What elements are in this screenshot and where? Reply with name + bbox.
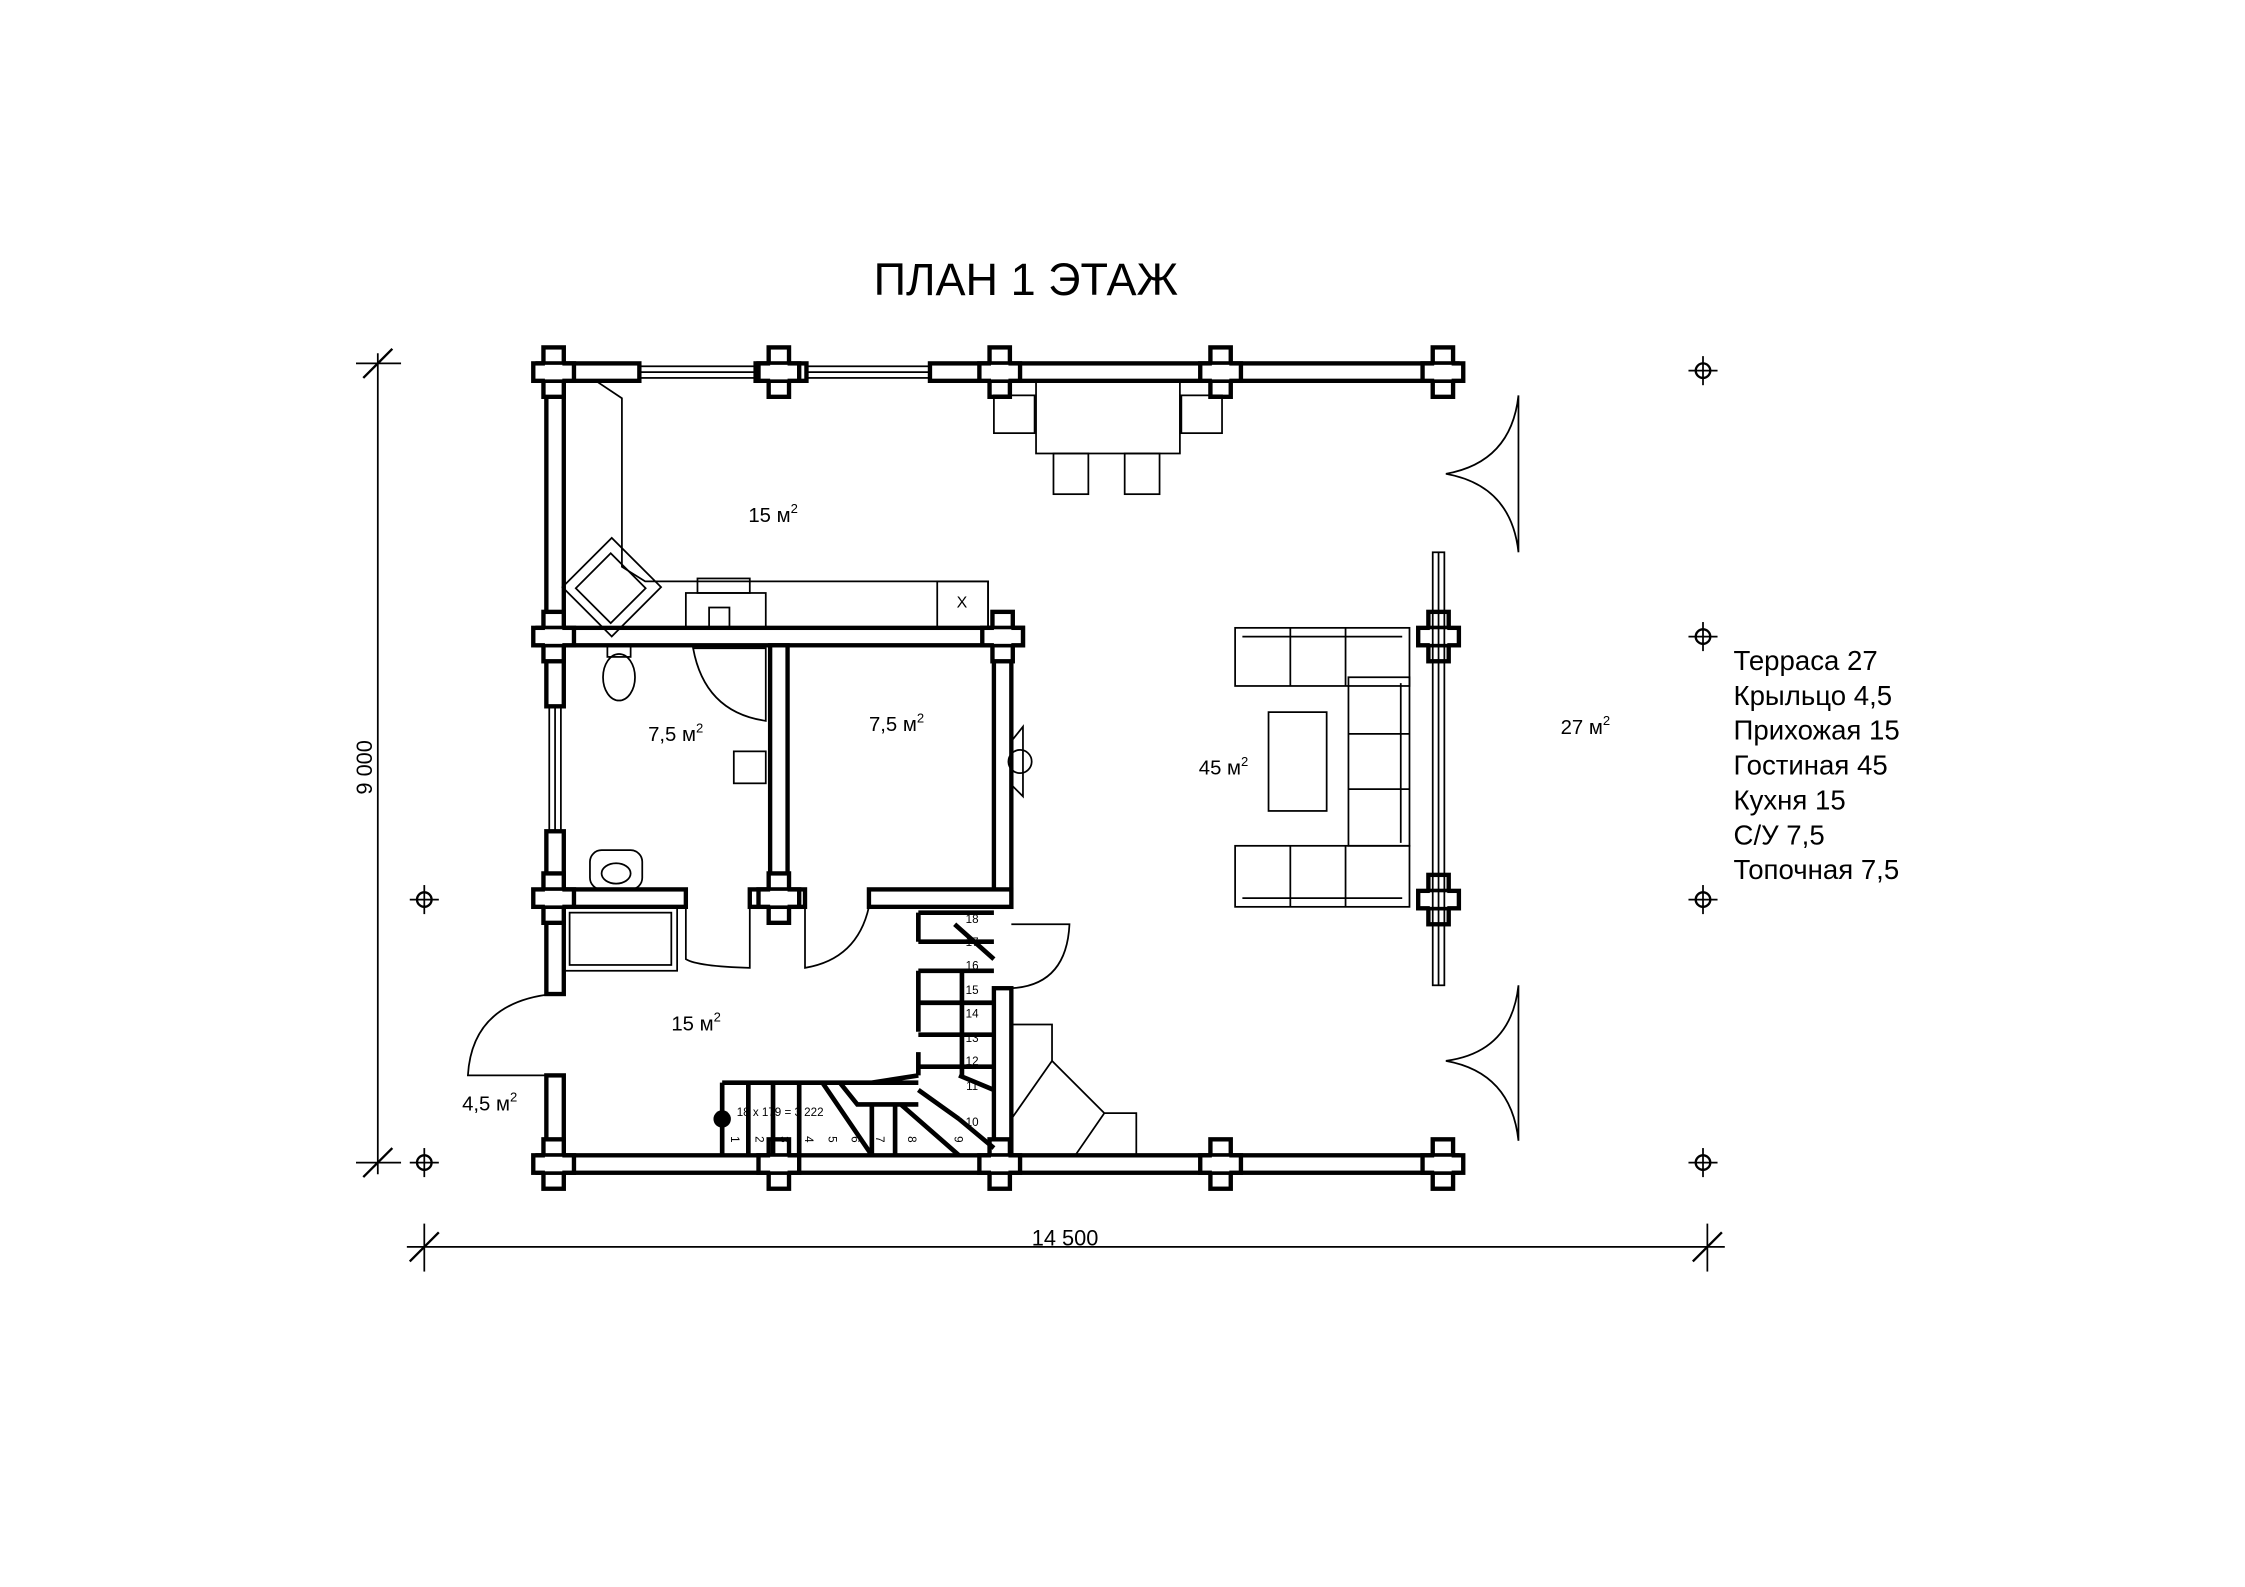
stair-step-number: 10 [966,1116,979,1129]
doors [466,395,1520,1141]
axis-marker-icon [409,885,439,915]
stair-step-number: 14 [966,1007,979,1020]
stair-step-number: 16 [966,959,979,972]
sofa [1234,626,1411,908]
stair-step-number: 3 [777,1136,790,1142]
stair-step-number: 7 [873,1136,886,1142]
legend-item: С/У 7,5 [1734,819,1825,850]
dimension-height: 9 000 [352,348,402,1178]
room-label-boiler: 7,5 м2 [869,710,924,736]
axis-marker-icon [1688,622,1718,652]
appliance-mark: X [957,595,968,612]
legend-item: Терраса 27 [1734,645,1878,676]
walls [535,361,1460,1177]
stair-formula: 18 x 179 = 3 222 [737,1106,824,1119]
stair-step-number: 4 [802,1136,815,1143]
legend-item: Прихожая 15 [1734,715,1900,746]
stair-step-number: 18 [966,913,979,926]
room-labels: 15 м2 7,5 м2 7,5 м2 45 м2 27 м2 15 м2 4,5 м2 [462,501,1610,1115]
axis-marker-icon [1688,885,1718,915]
legend-item: Кухня 15 [1734,784,1846,815]
stair-step-number: 6 [849,1136,862,1142]
log-corners [531,345,1466,1191]
windows [548,365,1446,987]
stair-step-number: 11 [966,1080,978,1093]
room-label-hall: 15 м2 [671,1010,721,1036]
stair-step-number: 1 [728,1136,741,1142]
kitchen-furniture: X [561,379,1223,638]
stair-step-number: 15 [966,984,979,997]
legend-item: Крыльцо 4,5 [1734,680,1893,711]
axis-markers [409,356,1718,1178]
room-label-porch: 4,5 м2 [462,1090,517,1116]
axis-marker-icon [409,1148,439,1178]
stair-step-number: 17 [966,936,979,949]
stair-step-number: 9 [952,1136,965,1142]
stair-step-number: 13 [966,1032,979,1045]
axis-marker-icon [1688,1148,1718,1178]
stair-step-number: 2 [753,1136,766,1142]
stair-step-number: 12 [966,1055,979,1068]
room-label-terrace: 27 м2 [1561,713,1611,739]
axis-marker-icon [1688,356,1718,386]
room-label-bathroom: 7,5 м2 [648,720,703,746]
stair-step-number: 5 [825,1136,838,1142]
room-label-kitchen: 15 м2 [748,501,798,527]
room-label-living: 45 м2 [1199,754,1249,780]
plan-title: ПЛАН 1 ЭТАЖ [874,254,1179,305]
bathroom-fixtures [562,644,1033,972]
stair-start-icon [713,1110,731,1128]
stair-step-number: 8 [905,1136,918,1142]
dimension-width: 14 500 [406,1223,1725,1272]
dimension-height-label: 9 000 [352,740,377,795]
legend-item: Гостиная 45 [1734,750,1888,781]
legend-item: Топочная 7,5 [1734,854,1900,885]
dimension-width-label: 14 500 [1032,1225,1099,1250]
